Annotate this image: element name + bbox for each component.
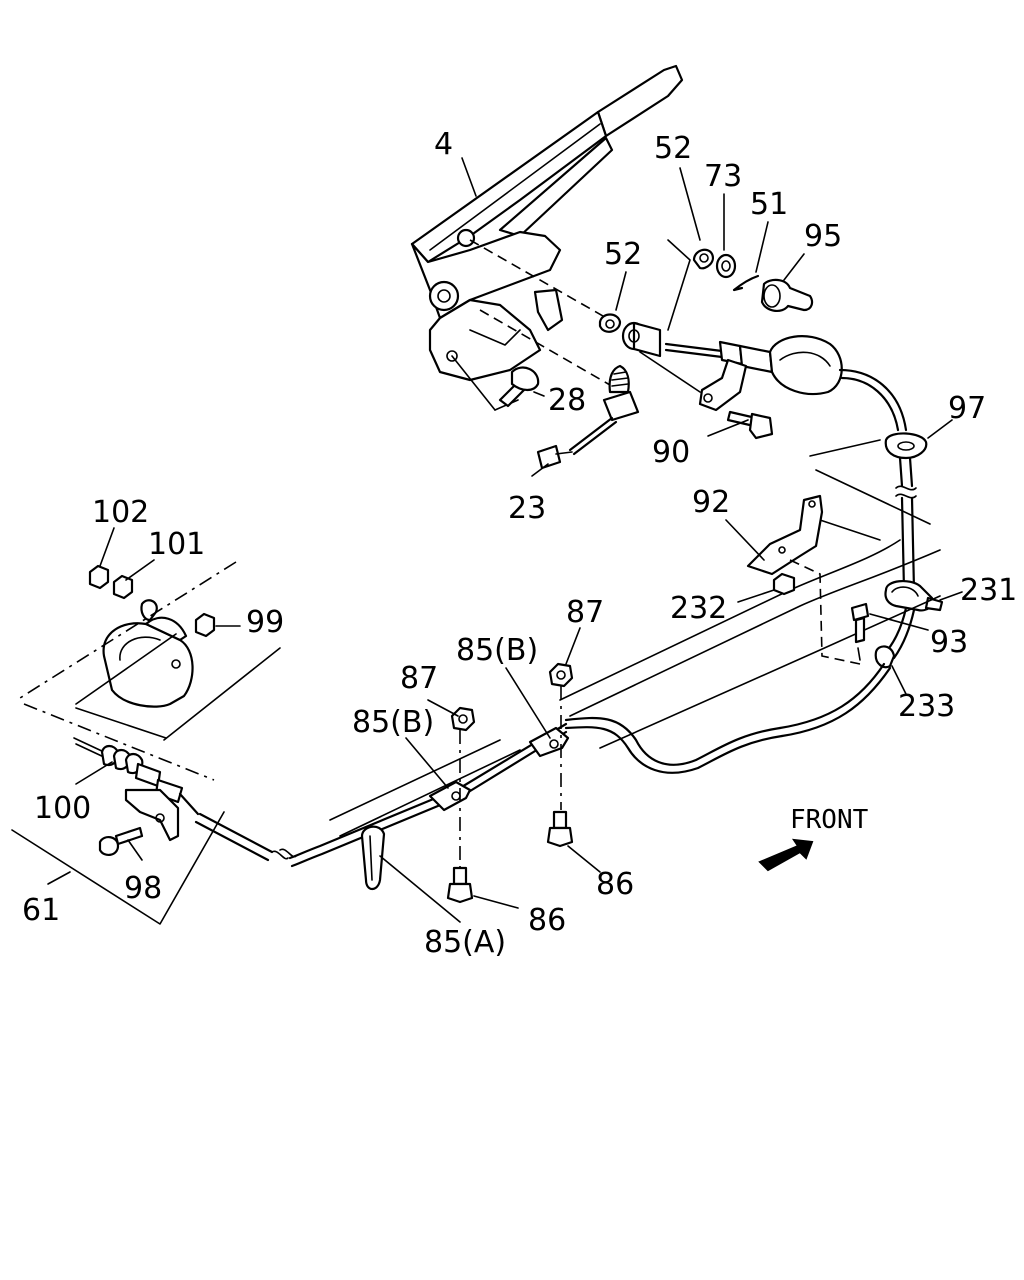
bolt-28 bbox=[498, 366, 540, 408]
clip-85b-right bbox=[528, 726, 570, 758]
lever-pin-dash bbox=[479, 309, 611, 386]
drum-axis-5 bbox=[163, 647, 281, 741]
label-85b-left: 85(B) bbox=[352, 705, 434, 740]
nut-232 bbox=[772, 572, 796, 596]
drum-axis-2 bbox=[23, 703, 215, 781]
label-85a: 85(A) bbox=[424, 925, 506, 960]
cable-collar bbox=[621, 321, 662, 358]
drum-axis-3 bbox=[75, 633, 177, 705]
nut-87-right bbox=[548, 662, 574, 688]
washer-73 bbox=[715, 253, 737, 279]
label-51: 51 bbox=[750, 187, 788, 222]
label-52-lower: 52 bbox=[604, 237, 642, 272]
group-61-bracket bbox=[11, 811, 225, 925]
bushing-95 bbox=[760, 278, 814, 312]
washer-52-lower bbox=[598, 313, 622, 333]
label-93: 93 bbox=[930, 625, 968, 660]
frame-outline bbox=[329, 439, 941, 837]
label-95: 95 bbox=[804, 219, 842, 254]
nut-102 bbox=[88, 564, 110, 590]
front-label: FRONT bbox=[790, 805, 869, 835]
lever-cable-dash bbox=[469, 239, 611, 321]
label-97: 97 bbox=[948, 391, 986, 426]
label-100: 100 bbox=[34, 791, 91, 826]
label-98: 98 bbox=[124, 871, 162, 906]
front-arrow bbox=[758, 838, 814, 872]
drum-axis-4 bbox=[75, 707, 167, 739]
label-99: 99 bbox=[246, 605, 284, 640]
label-85b-right: 85(B) bbox=[456, 633, 538, 668]
clip-85a bbox=[360, 825, 386, 891]
label-61: 61 bbox=[22, 893, 60, 928]
bracket-92 bbox=[746, 494, 861, 665]
equalizer-and-rod bbox=[639, 340, 774, 412]
leader-lines bbox=[47, 157, 963, 923]
label-23: 23 bbox=[508, 491, 546, 526]
brake-drum bbox=[102, 599, 194, 708]
label-86-upper: 86 bbox=[596, 867, 634, 902]
label-101: 101 bbox=[148, 527, 205, 562]
bolt-98 bbox=[98, 826, 144, 856]
label-52-upper: 52 bbox=[654, 131, 692, 166]
label-87-left: 87 bbox=[400, 661, 438, 696]
parking-brake-switch-23 bbox=[536, 364, 640, 470]
bolt-90 bbox=[726, 410, 774, 440]
bolt-93 bbox=[850, 602, 870, 661]
bolt-86-upper bbox=[546, 810, 574, 848]
part-labels: 4 52 73 51 95 52 28 90 97 23 92 102 101 … bbox=[22, 127, 1017, 960]
label-231: 231 bbox=[960, 573, 1017, 608]
drum-axis-1 bbox=[19, 561, 237, 699]
nut-99 bbox=[194, 612, 216, 638]
label-90: 90 bbox=[652, 435, 690, 470]
label-92: 92 bbox=[692, 485, 730, 520]
bolt-86-lower bbox=[446, 866, 474, 904]
label-232: 232 bbox=[670, 591, 727, 626]
label-86-lower: 86 bbox=[528, 903, 566, 938]
clip-51 bbox=[732, 274, 760, 292]
cable-bracket bbox=[124, 788, 180, 842]
label-28: 28 bbox=[548, 383, 586, 418]
label-87-right: 87 bbox=[566, 595, 604, 630]
label-102: 102 bbox=[92, 495, 149, 530]
cable-boot bbox=[768, 335, 908, 432]
label-233: 233 bbox=[898, 689, 955, 724]
nut-87-left bbox=[450, 706, 476, 732]
parking-brake-lever bbox=[410, 64, 684, 411]
nut-101 bbox=[112, 574, 134, 600]
pivot-leader bbox=[667, 239, 691, 331]
label-4: 4 bbox=[434, 127, 453, 162]
washer-52-upper bbox=[692, 248, 714, 270]
main-cable bbox=[194, 716, 784, 868]
label-73: 73 bbox=[704, 159, 742, 194]
